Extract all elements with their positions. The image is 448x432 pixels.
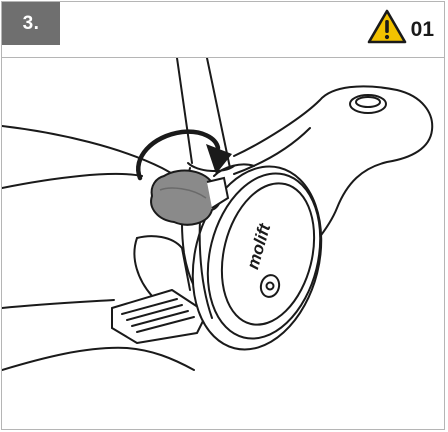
pedal-arm [136, 235, 191, 291]
caster-wheel-outer [191, 165, 323, 351]
base-plate [233, 85, 434, 281]
rotate-clockwise-arrow-icon [136, 129, 232, 181]
warning-code: 01 [410, 18, 434, 41]
post-right-edge [206, 58, 231, 169]
lower-frame [2, 346, 195, 371]
wheel-brake-illustration: molift [2, 58, 434, 371]
post-base [187, 162, 235, 172]
step-header: 3. 01 [2, 2, 444, 58]
hub-screw [259, 274, 281, 298]
warning-triangle-icon [367, 9, 406, 44]
warning-reference: 01 [367, 7, 434, 47]
pedal-arm-left [133, 237, 153, 297]
caster-wheel-hub-cap [220, 182, 316, 326]
step-number-badge: 3. [2, 2, 60, 45]
caster-wheel-rim [206, 172, 322, 340]
post-left-edge [176, 58, 193, 164]
base-hole [349, 94, 387, 114]
lower-frame-inner [2, 299, 115, 309]
base-plate-edge [233, 127, 311, 175]
chassis-leg-lower [2, 172, 143, 189]
base-hole-inner [355, 96, 381, 108]
locking-knob [150, 169, 230, 226]
